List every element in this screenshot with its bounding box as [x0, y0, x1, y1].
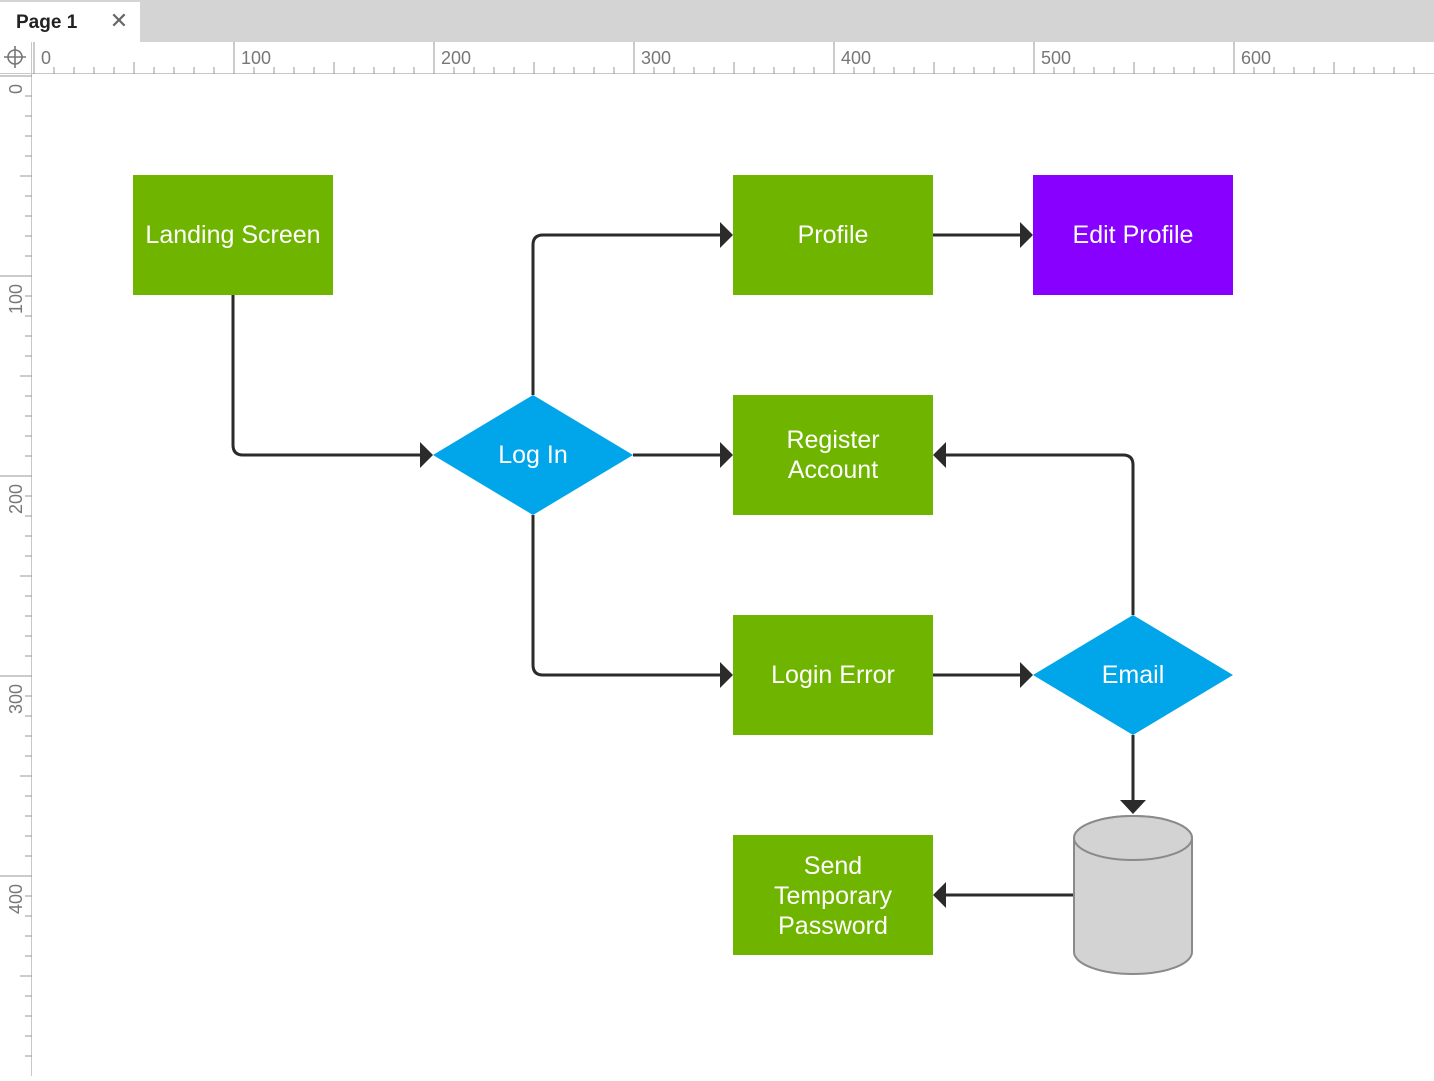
tab-label: Page 1: [16, 12, 78, 33]
ruler-label-v300: 300: [6, 684, 26, 714]
diagram-canvas[interactable]: Landing Screen Profile Edit Profile Log …: [32, 74, 1434, 1076]
tab-page-1[interactable]: Page 1 ✕: [0, 2, 140, 42]
node-send-temporary-password[interactable]: Send Temporary Password: [733, 835, 933, 955]
arrowhead: [720, 662, 733, 688]
node-label-line3: Password: [778, 912, 888, 940]
horizontal-ruler: 0 100 200 300 400 500 600: [32, 42, 1434, 74]
node-landing-screen[interactable]: Landing Screen: [133, 175, 333, 295]
arrowhead: [1020, 662, 1033, 688]
node-label-line2: Account: [788, 456, 878, 484]
node-profile[interactable]: Profile: [733, 175, 933, 295]
ruler-label-300: 300: [641, 48, 671, 68]
node-label: Log In: [498, 441, 568, 469]
ruler-label-500: 500: [1041, 48, 1071, 68]
ruler-label-v200: 200: [6, 484, 26, 514]
connector-landing-to-login[interactable]: [231, 295, 420, 457]
connector-login-to-error[interactable]: [531, 515, 720, 677]
node-label-line1: Send: [804, 852, 862, 880]
arrowhead: [1020, 222, 1033, 248]
ruler-label-v100: 100: [6, 284, 26, 314]
vertical-ruler: 0 100 200 300 400: [0, 74, 32, 1076]
node-label: Email: [1102, 661, 1165, 689]
ruler-corner[interactable]: [0, 42, 32, 74]
node-label-line2: Temporary: [774, 882, 893, 910]
node-label: Profile: [798, 221, 869, 249]
ruler-label-v400: 400: [6, 884, 26, 914]
arrowhead: [720, 442, 733, 468]
ruler-label-200: 200: [441, 48, 471, 68]
arrowhead: [933, 882, 946, 908]
ruler-label-600: 600: [1241, 48, 1271, 68]
close-icon[interactable]: ✕: [109, 8, 129, 33]
node-label: Landing Screen: [145, 221, 320, 249]
crosshair-icon: [4, 46, 26, 68]
node-log-in[interactable]: Log In: [433, 395, 633, 515]
arrowhead: [1120, 800, 1146, 814]
node-register-account[interactable]: Register Account: [733, 395, 933, 515]
connector-login-to-profile[interactable]: [531, 233, 720, 395]
ruler-label-v0: 0: [6, 84, 26, 94]
node-label-line1: Register: [786, 426, 879, 454]
node-label: Edit Profile: [1073, 221, 1194, 249]
tab-bar: Page 1 ✕: [0, 0, 1434, 42]
node-edit-profile[interactable]: Edit Profile: [1033, 175, 1233, 295]
ruler-label-0: 0: [41, 48, 51, 68]
connector-email-to-register[interactable]: [946, 453, 1135, 615]
arrowhead: [720, 222, 733, 248]
arrowhead: [933, 442, 946, 468]
node-database[interactable]: [1073, 815, 1193, 975]
ruler-label-100: 100: [241, 48, 271, 68]
ruler-label-400: 400: [841, 48, 871, 68]
arrowhead: [420, 442, 433, 468]
node-email[interactable]: Email: [1033, 615, 1233, 735]
node-login-error[interactable]: Login Error: [733, 615, 933, 735]
node-label: Login Error: [771, 661, 895, 689]
